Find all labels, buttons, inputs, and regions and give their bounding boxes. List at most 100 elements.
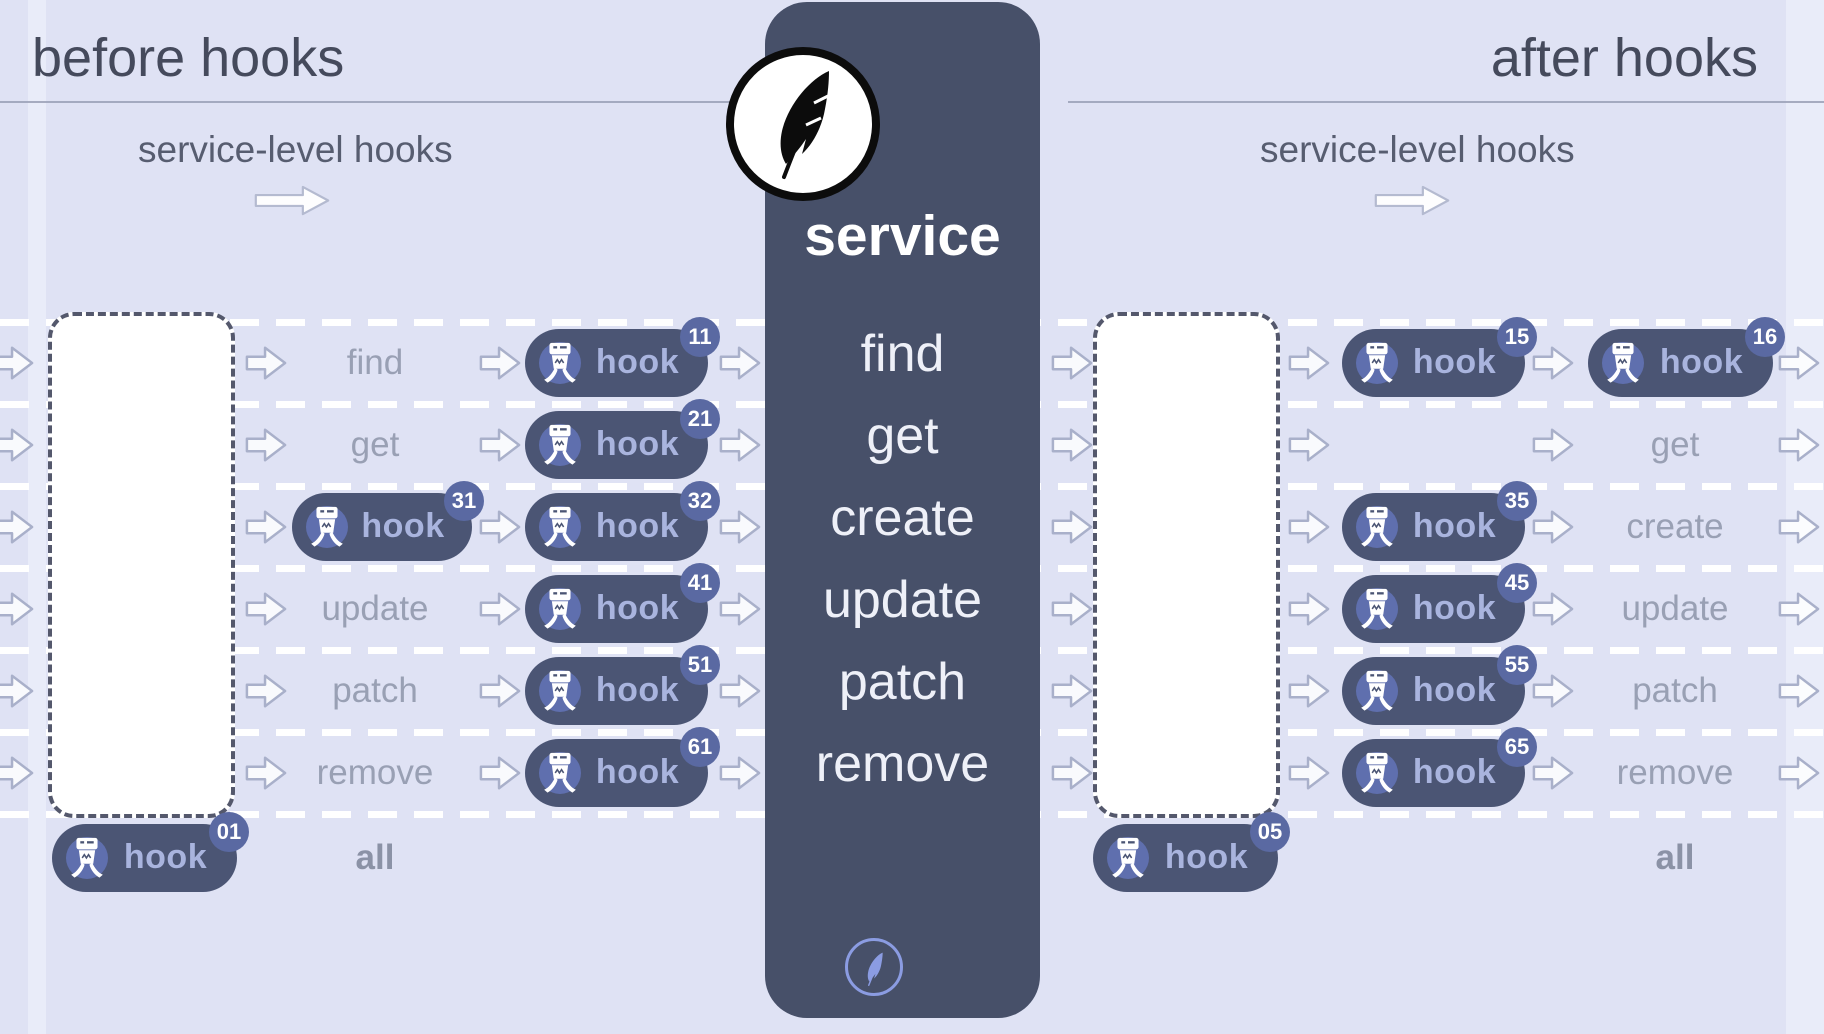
- feathers-logo-icon: [726, 47, 880, 201]
- robot-claw-icon: [537, 585, 583, 636]
- arrow-right-icon: [479, 590, 521, 628]
- right-flow-direction-arrow-icon: [1374, 184, 1450, 222]
- hook-pill-label: hook: [1164, 838, 1249, 876]
- robot-claw-icon: [1354, 585, 1400, 636]
- before-hooks-title: before hooks: [32, 28, 345, 88]
- hook-number-badge: 11: [680, 317, 720, 357]
- method-label: update: [321, 589, 429, 628]
- arrow-right-icon: [719, 590, 761, 628]
- arrow-right-icon: [719, 672, 761, 710]
- hook-number-badge: 31: [444, 481, 484, 521]
- hook-number-badge: 01: [209, 812, 249, 852]
- arrow-right-icon: [1051, 344, 1093, 382]
- arrow-right-icon: [1051, 508, 1093, 546]
- hook-pill-label: hook: [1412, 343, 1497, 381]
- robot-claw-icon: [1354, 339, 1400, 390]
- hook-number-badge: 35: [1497, 481, 1537, 521]
- service-method-find: find: [860, 325, 945, 383]
- after-hooks-title: after hooks: [1490, 28, 1758, 88]
- arrow-right-icon: [479, 672, 521, 710]
- robot-claw-icon: [1354, 503, 1400, 554]
- method-label: remove: [316, 753, 434, 792]
- arrow-right-icon: [1288, 344, 1330, 382]
- hook-number-badge: 65: [1497, 727, 1537, 767]
- arrow-right-icon: [1288, 590, 1330, 628]
- arrow-right-icon: [1288, 508, 1330, 546]
- hook-pill-label: hook: [1412, 671, 1497, 709]
- arrow-right-icon: [0, 590, 34, 628]
- left-flow-direction-arrow-icon: [254, 184, 330, 222]
- left-before-hooks-box: [48, 312, 235, 818]
- arrow-right-icon: [245, 754, 287, 792]
- hook-number-badge: 45: [1497, 563, 1537, 603]
- right-service-level-hooks-label: service-level hooks: [1260, 129, 1575, 170]
- service-method-create: create: [830, 489, 975, 547]
- hook-pill-label: hook: [595, 507, 680, 545]
- method-label: get: [1650, 425, 1700, 464]
- robot-claw-icon: [537, 667, 583, 718]
- method-label: find: [346, 343, 404, 382]
- arrow-right-icon: [245, 590, 287, 628]
- robot-claw-icon: [64, 834, 110, 885]
- hook-number-badge: 41: [680, 563, 720, 603]
- arrow-right-icon: [245, 508, 287, 546]
- arrow-right-icon: [719, 508, 761, 546]
- arrow-right-icon: [1051, 426, 1093, 464]
- hook-pill-label: hook: [1412, 753, 1497, 791]
- arrow-right-icon: [1778, 672, 1820, 710]
- arrow-right-icon: [1051, 590, 1093, 628]
- arrow-right-icon: [479, 754, 521, 792]
- hook-pill-label: hook: [595, 343, 680, 381]
- service-method-patch: patch: [838, 653, 967, 711]
- arrow-right-icon: [1778, 344, 1820, 382]
- robot-claw-icon: [1600, 339, 1646, 390]
- arrow-right-icon: [719, 344, 761, 382]
- robot-claw-icon: [537, 339, 583, 390]
- robot-claw-icon: [1354, 667, 1400, 718]
- hook-pill-label: hook: [123, 838, 208, 876]
- arrow-right-icon: [1288, 426, 1330, 464]
- arrow-right-icon: [245, 344, 287, 382]
- robot-claw-icon: [304, 503, 350, 554]
- hook-number-badge: 21: [680, 399, 720, 439]
- method-label: remove: [1616, 753, 1734, 792]
- hook-pill-label: hook: [1659, 343, 1744, 381]
- service-method-update: update: [822, 571, 983, 629]
- hook-pill-label: hook: [595, 671, 680, 709]
- hook-number-badge: 16: [1745, 317, 1785, 357]
- hook-number-badge: 05: [1250, 812, 1290, 852]
- hook-number-badge: 55: [1497, 645, 1537, 685]
- robot-claw-icon: [1354, 749, 1400, 800]
- hook-number-badge: 61: [680, 727, 720, 767]
- right-after-hooks-box: [1093, 312, 1280, 818]
- arrow-right-icon: [479, 426, 521, 464]
- hook-pill-label: hook: [361, 507, 445, 545]
- method-label: get: [350, 425, 400, 464]
- arrow-right-icon: [1778, 590, 1820, 628]
- left-edge-strip: [28, 0, 46, 1034]
- all-methods-label: all: [355, 838, 395, 877]
- method-label: patch: [332, 671, 418, 710]
- feather-outline-icon: [845, 938, 903, 996]
- arrow-right-icon: [0, 754, 34, 792]
- arrow-right-icon: [1288, 754, 1330, 792]
- arrow-right-icon: [0, 426, 34, 464]
- robot-claw-icon: [1105, 834, 1151, 885]
- arrow-right-icon: [1532, 754, 1574, 792]
- service-title: service: [804, 204, 1001, 268]
- arrow-right-icon: [1532, 344, 1574, 382]
- arrow-right-icon: [1532, 590, 1574, 628]
- arrow-right-icon: [1778, 426, 1820, 464]
